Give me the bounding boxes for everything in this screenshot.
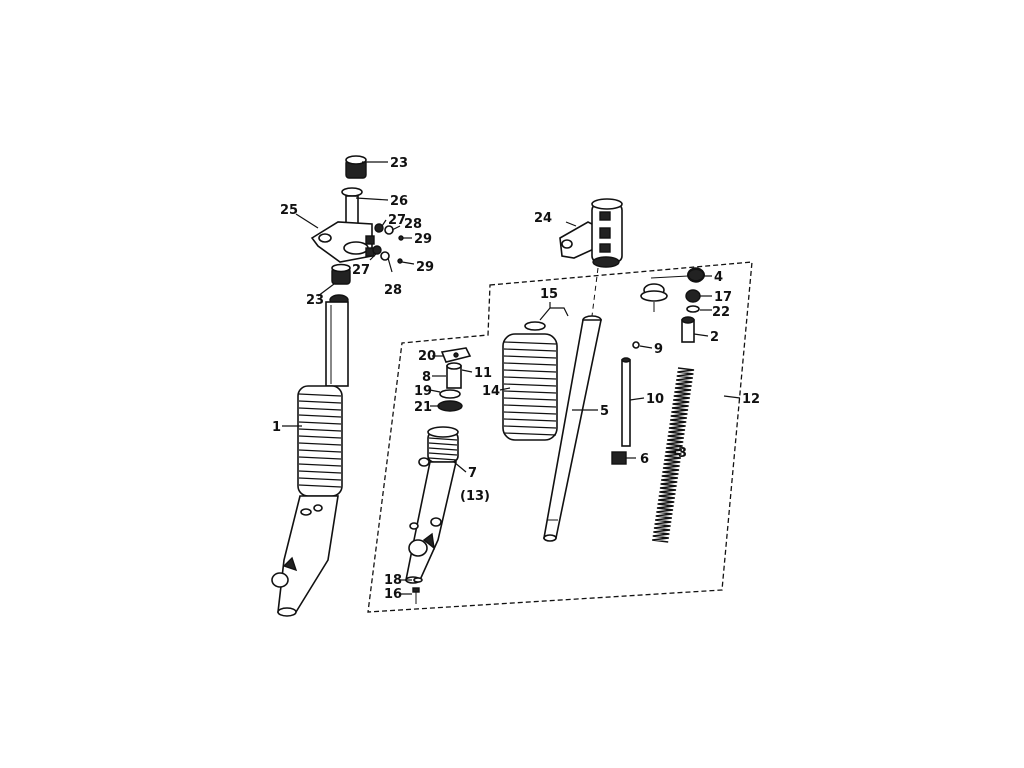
- label-23-bottom: 23: [306, 293, 324, 308]
- label-25: 25: [280, 203, 298, 218]
- o-ring: [341, 187, 363, 197]
- spring-3: [652, 367, 695, 543]
- exploded-group-boundary: [367, 261, 753, 613]
- washer-28b: [380, 251, 390, 261]
- ring-19: [439, 389, 461, 399]
- label-14: 14: [482, 384, 500, 399]
- label-27-top: 27: [388, 213, 406, 228]
- bellows-assembled: [297, 385, 343, 497]
- label-13: (13): [460, 489, 490, 504]
- bolt-16: [412, 587, 420, 604]
- label-9: 9: [654, 342, 663, 357]
- label-16: 16: [384, 587, 402, 602]
- label-1: 1: [272, 420, 281, 435]
- ring-21: [437, 400, 463, 412]
- label-4: 4: [714, 270, 723, 285]
- label-20: 20: [418, 349, 436, 364]
- label-27-bottom: 27: [352, 263, 370, 278]
- cap-4: [687, 267, 705, 283]
- label-29-top: 29: [414, 232, 432, 247]
- label-8: 8: [422, 370, 431, 385]
- label-11: 11: [474, 366, 492, 381]
- nut-23-bottom: [331, 263, 351, 285]
- centreline-5: [591, 267, 599, 317]
- stem-tube: [345, 195, 359, 227]
- nut-23-top: [345, 155, 367, 179]
- clip-9: [632, 341, 640, 349]
- outer-tube-7: [405, 426, 459, 584]
- label-12: 12: [742, 392, 760, 407]
- fork-tube-5: [543, 315, 602, 542]
- part-labels: 23 26 25 27 28 29 27 29 28 23 1 24 4 17 …: [272, 156, 760, 602]
- nut-17: [685, 289, 701, 303]
- label-22: 22: [712, 305, 730, 320]
- spacer-2: [681, 316, 695, 343]
- label-15: 15: [540, 287, 558, 302]
- label-3: 3: [678, 446, 687, 461]
- washer-27a: [374, 223, 384, 233]
- label-21: 21: [414, 400, 432, 415]
- label-5: 5: [600, 404, 609, 419]
- rod-10: [621, 357, 631, 447]
- label-7: 7: [468, 466, 477, 481]
- label-29-bottom: 29: [416, 260, 434, 275]
- small-parts-left: [437, 347, 472, 412]
- label-28-top: 28: [404, 217, 422, 232]
- pin-29b: [397, 258, 403, 264]
- label-6: 6: [640, 452, 649, 467]
- fork-leg-assembly: [271, 155, 404, 617]
- bellows-14: [502, 321, 558, 441]
- leader-lines: [282, 161, 741, 595]
- bracket-24: [559, 198, 623, 268]
- label-10: 10: [646, 392, 664, 407]
- label-17: 17: [714, 290, 732, 305]
- seal-left: [640, 283, 668, 302]
- washer-27b: [372, 245, 382, 255]
- bracket-25: [310, 221, 375, 263]
- nut-6: [611, 451, 627, 465]
- label-28-bottom: 28: [384, 283, 402, 298]
- label-24: 24: [534, 211, 552, 226]
- inner-tube: [325, 301, 349, 387]
- washer-18: [413, 577, 423, 583]
- label-26: 26: [390, 194, 408, 209]
- label-2: 2: [710, 330, 719, 345]
- label-23-top: 23: [390, 156, 408, 171]
- label-18: 18: [384, 573, 402, 588]
- axle-boss: [271, 572, 289, 588]
- ring-22: [686, 305, 700, 313]
- label-19: 19: [414, 384, 432, 399]
